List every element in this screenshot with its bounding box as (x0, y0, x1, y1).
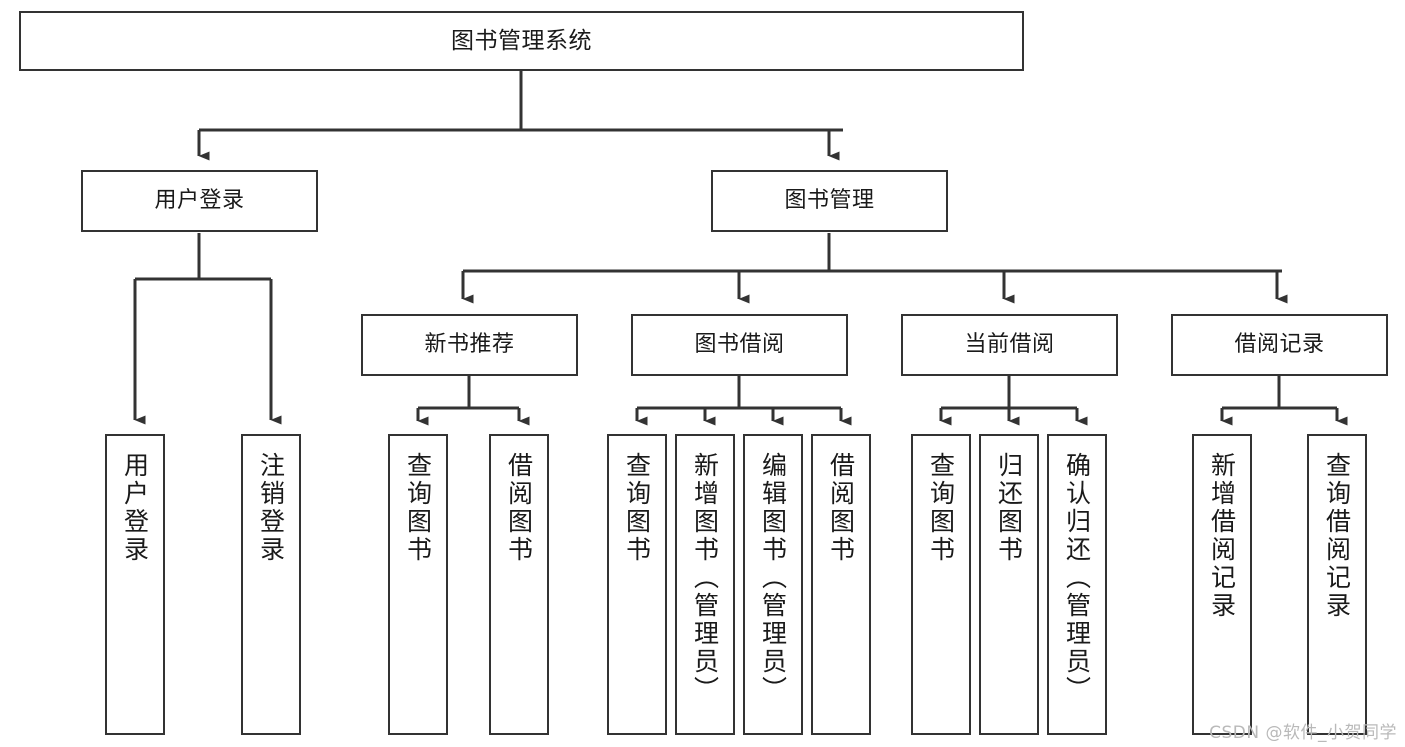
node-label: 新增图书（管理员） (690, 452, 720, 704)
node-label: 当前借阅 (964, 332, 1055, 358)
node-label: 归还图书 (994, 452, 1024, 564)
node-label: 图书借阅 (694, 332, 785, 358)
node-leaf-add-book-admin[interactable]: 新增图书（管理员） (675, 434, 735, 735)
node-leaf-query-book-3[interactable]: 查询图书 (911, 434, 971, 735)
node-leaf-query-borrow-record[interactable]: 查询借阅记录 (1307, 434, 1367, 735)
node-label: 查询图书 (403, 452, 433, 564)
node-user-login[interactable]: 用户登录 (81, 170, 318, 232)
node-leaf-return-book[interactable]: 归还图书 (979, 434, 1039, 735)
node-leaf-user-login[interactable]: 用户登录 (105, 434, 165, 735)
node-label: 编辑图书（管理员） (758, 452, 788, 704)
node-label: 借阅记录 (1234, 332, 1325, 358)
node-label: 用户登录 (120, 452, 150, 564)
node-book-manage[interactable]: 图书管理 (711, 170, 948, 232)
node-label: 新增借阅记录 (1207, 452, 1237, 620)
node-label: 确认归还（管理员） (1062, 452, 1092, 704)
node-borrow-record[interactable]: 借阅记录 (1171, 314, 1388, 376)
node-label: 注销登录 (256, 452, 286, 564)
node-label: 借阅图书 (504, 452, 534, 564)
node-label: 借阅图书 (826, 452, 856, 564)
node-leaf-query-book-2[interactable]: 查询图书 (607, 434, 667, 735)
node-label: 查询借阅记录 (1322, 452, 1352, 620)
node-book-borrow[interactable]: 图书借阅 (631, 314, 848, 376)
node-label: 新书推荐 (424, 332, 515, 358)
node-leaf-borrow-book-1[interactable]: 借阅图书 (489, 434, 549, 735)
node-new-book-recommend[interactable]: 新书推荐 (361, 314, 578, 376)
node-current-borrow[interactable]: 当前借阅 (901, 314, 1118, 376)
node-label: 查询图书 (926, 452, 956, 564)
node-leaf-borrow-book-2[interactable]: 借阅图书 (811, 434, 871, 735)
csdn-watermark: CSDN @软件_小贺同学 (1209, 723, 1397, 743)
node-leaf-add-borrow-record[interactable]: 新增借阅记录 (1192, 434, 1252, 735)
node-label: 用户登录 (154, 188, 245, 214)
node-label: 查询图书 (622, 452, 652, 564)
node-leaf-logout-login[interactable]: 注销登录 (241, 434, 301, 735)
node-leaf-edit-book-admin[interactable]: 编辑图书（管理员） (743, 434, 803, 735)
node-leaf-query-book-1[interactable]: 查询图书 (388, 434, 448, 735)
node-label: 图书管理系统 (451, 27, 592, 54)
node-root-system[interactable]: 图书管理系统 (19, 11, 1024, 71)
node-leaf-confirm-return-admin[interactable]: 确认归还（管理员） (1047, 434, 1107, 735)
node-label: 图书管理 (784, 188, 875, 214)
